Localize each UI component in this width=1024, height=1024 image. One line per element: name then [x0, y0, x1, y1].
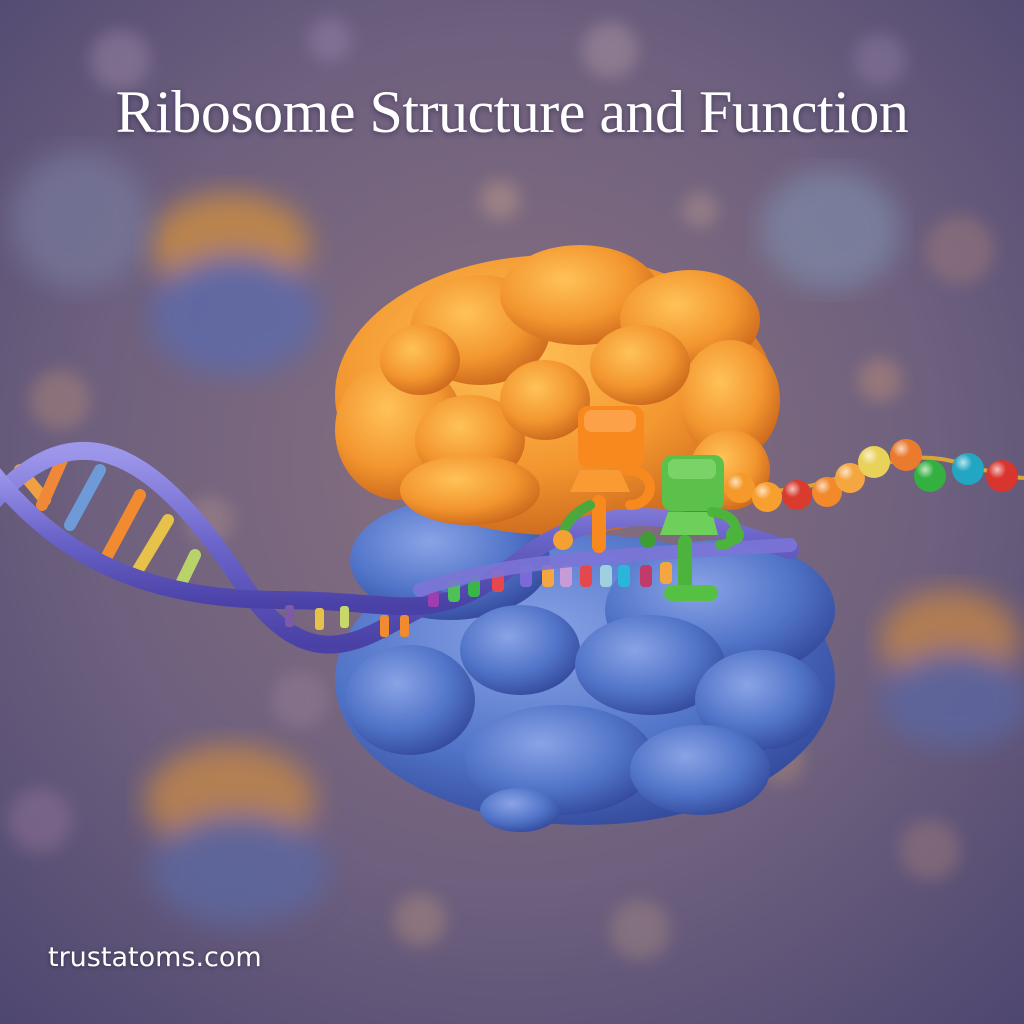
background-ribosome: [145, 745, 330, 925]
background-ribosome: [150, 193, 320, 375]
bokeh-particles: [8, 18, 994, 960]
page-title: Ribosome Structure and Function: [115, 79, 909, 145]
background-ribosome: [10, 150, 150, 290]
site-watermark: trustatoms.com: [48, 942, 262, 973]
polypeptide-chain: [725, 439, 1024, 512]
background-ribosome: [760, 170, 900, 290]
trna-green: [640, 455, 744, 601]
trna-orange: [553, 406, 655, 553]
background-ribosome: [880, 590, 1024, 748]
